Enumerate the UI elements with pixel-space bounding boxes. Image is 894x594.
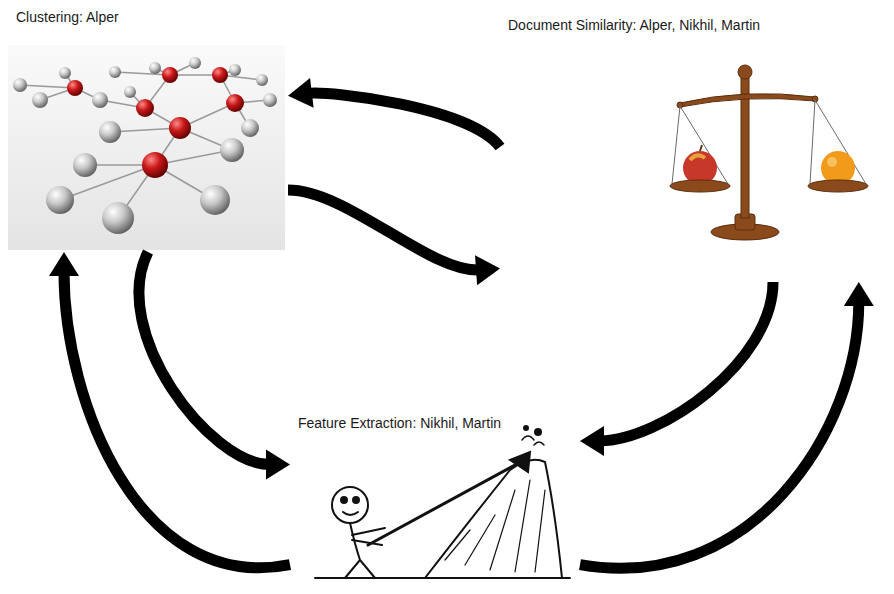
arrow-head — [288, 78, 314, 108]
curved-arrow — [288, 190, 500, 285]
arrow-shaft — [139, 252, 270, 465]
node-label: Document Similarity: Alper, Nikhil, Mart… — [508, 16, 760, 34]
arrow-head — [844, 282, 874, 306]
curved-arrow — [580, 282, 874, 568]
arrow-shaft — [308, 93, 500, 147]
extraction-node: Feature Extraction: Nikhil, Martin — [290, 410, 580, 592]
node-label: Clustering: Alper — [16, 8, 119, 26]
arrow-shaft — [288, 190, 480, 270]
arrow-head — [475, 255, 500, 285]
curved-arrow — [288, 78, 500, 147]
arrow-head — [49, 252, 79, 276]
curved-arrow — [49, 252, 290, 568]
arrow-head — [266, 450, 290, 480]
node-label: Feature Extraction: Nikhil, Martin — [298, 414, 501, 432]
curved-arrow — [580, 282, 773, 456]
similarity-node: Document Similarity: Alper, Nikhil, Mart… — [500, 12, 890, 282]
arrow-shaft — [580, 302, 859, 568]
arrow-shaft — [600, 282, 773, 441]
arrow-head — [580, 426, 604, 456]
arrow-shaft — [64, 272, 290, 568]
curved-arrow — [139, 252, 290, 480]
clustering-node: Clustering: Alper — [8, 4, 288, 252]
